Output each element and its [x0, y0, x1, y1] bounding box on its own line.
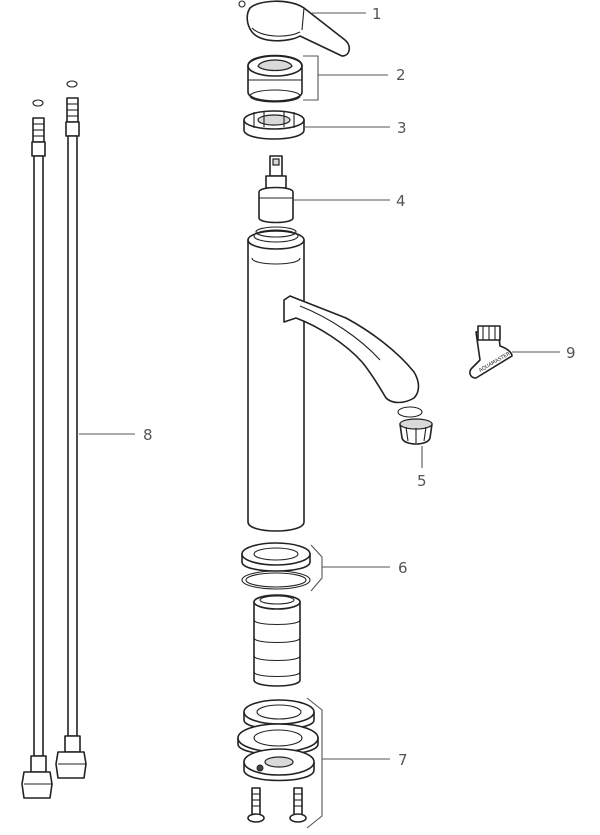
mounting-screw-left	[247, 787, 265, 823]
part-4-cartridge: 4	[258, 155, 406, 224]
part-1-lever-handle: 1	[238, 0, 382, 57]
callout-4: 4	[396, 192, 406, 210]
part-9-aerator-key: AQUAMASTER 9	[469, 325, 576, 379]
callout-5: 5	[417, 472, 427, 490]
callout-6: 6	[398, 559, 408, 577]
part-2-handle-adapter: 2	[247, 54, 406, 103]
callout-1: 1	[372, 5, 382, 23]
part-3-cartridge-nut: 3	[243, 110, 407, 140]
supply-hose-right	[55, 80, 87, 779]
supply-hose-left	[21, 99, 53, 799]
part-5-aerator: 5	[397, 406, 433, 490]
callout-9: 9	[566, 344, 576, 362]
callout-7: 7	[398, 751, 408, 769]
part-7-mounting-kit: 7	[237, 697, 408, 829]
callout-2: 2	[396, 66, 406, 84]
callout-3: 3	[397, 119, 407, 137]
callout-8: 8	[143, 426, 153, 444]
threaded-shank	[253, 594, 301, 687]
part-8-supply-hoses: 8	[21, 80, 153, 799]
faucet-body	[247, 226, 420, 532]
part-6-base-ring-set: 6	[241, 542, 408, 592]
mounting-screw-right	[289, 787, 307, 823]
